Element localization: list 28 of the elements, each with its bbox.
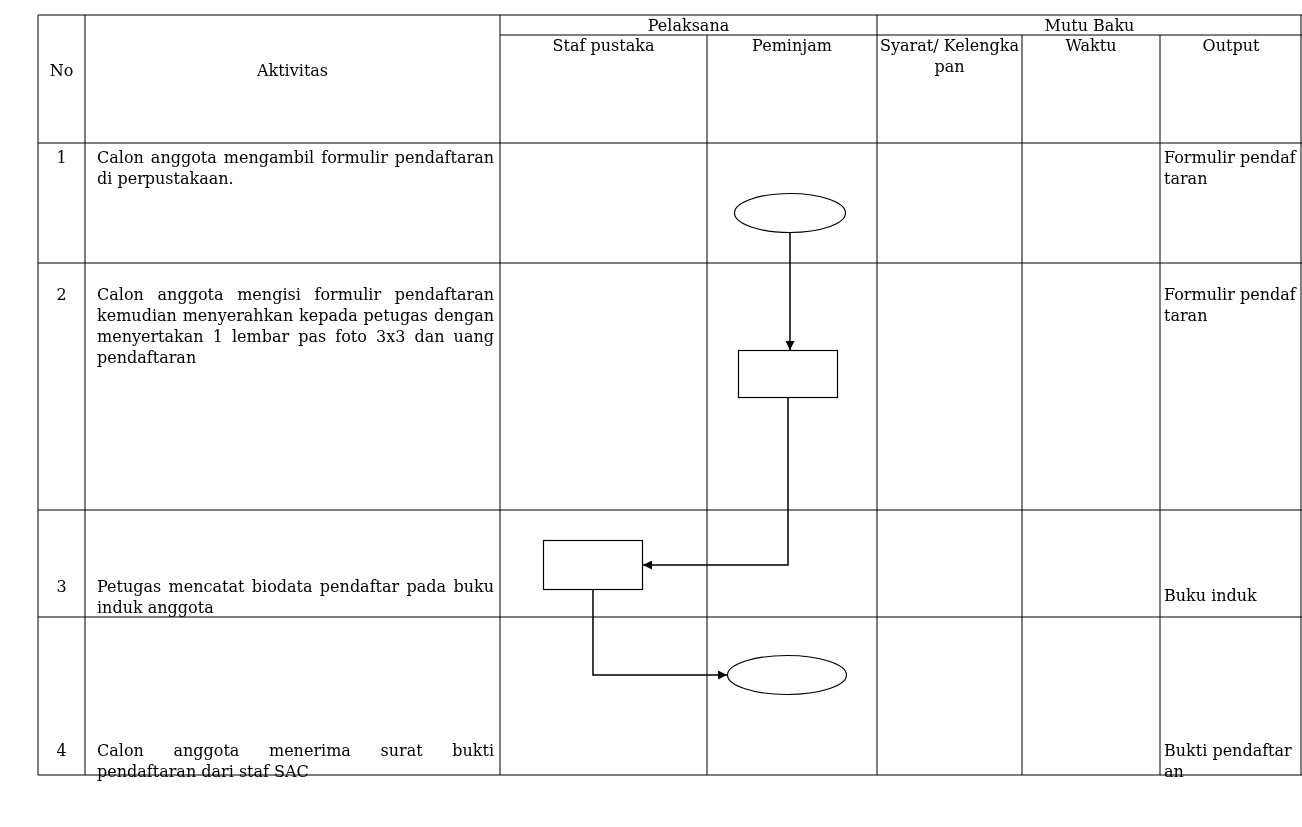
activity-text: Calon anggota menerima surat bukti pendaftaran dari staf SAC [96, 740, 495, 782]
output-text: Bukti pendaftaran [1163, 740, 1293, 782]
arrow [592, 589, 728, 680]
column-header: Aktivitas [255, 60, 330, 81]
output-text: Formulir pendaftaran [1163, 284, 1298, 326]
column-header: Output [1201, 35, 1261, 56]
column-header: Syarat/ Kelengkapan [879, 35, 1020, 77]
arrow [785, 232, 795, 351]
activity-text: Calon anggota mengambil formulir pendaftaran di perpustakaan. [96, 147, 495, 189]
arrow [642, 397, 789, 570]
row-number: 1 [55, 147, 68, 168]
column-header: Staf pustaka [551, 35, 656, 56]
group-header: Pelaksana [646, 15, 731, 36]
activity-text: Calon anggota mengisi formulir pendaftaran kemudian menyerahkan kepada petugas dengan menyertakan 1 lembar pas foto 3x3 dan uang pendaftaran [96, 284, 495, 368]
terminator-oval [727, 655, 847, 695]
process-box [543, 540, 643, 590]
terminator-oval [734, 193, 846, 233]
process-box [738, 350, 838, 398]
group-header: Mutu Baku [1043, 15, 1136, 36]
column-header: No [48, 60, 75, 81]
row-number: 4 [55, 740, 68, 761]
activity-text: Petugas mencatat biodata pendaftar pada buku induk anggota [96, 576, 495, 618]
column-header: Waktu [1064, 35, 1118, 56]
output-text: Buku induk [1163, 585, 1258, 606]
output-text: Formulir pendaftaran [1163, 147, 1298, 189]
row-number: 3 [55, 576, 68, 597]
column-header: Peminjam [751, 35, 833, 56]
row-number: 2 [55, 284, 68, 305]
